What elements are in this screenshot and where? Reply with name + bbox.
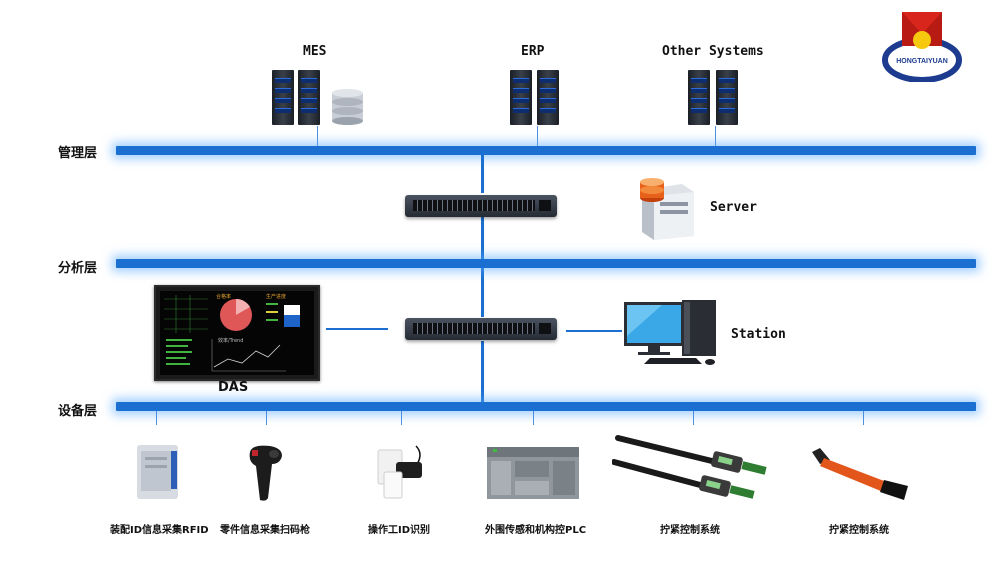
- device-label-rfid: 装配ID信息采集RFID: [110, 525, 209, 536]
- drop-tightening-1: [693, 411, 694, 425]
- device-label-tightening-1: 拧紧控制系统: [660, 525, 720, 536]
- device-bus: [116, 402, 976, 411]
- das-panel-title-2: 生产进度: [266, 294, 287, 300]
- drop-rfid: [156, 411, 157, 425]
- plc-icon: [485, 443, 581, 503]
- server-icon: [636, 172, 696, 240]
- workstation-icon: [622, 296, 722, 368]
- rfid-reader-icon: [135, 443, 180, 501]
- database-icon: [330, 87, 365, 125]
- management-bus: [116, 146, 976, 155]
- das-monitor: 合格率 生产进度 效率/Trend: [154, 285, 320, 381]
- das-label: DAS: [218, 380, 249, 395]
- drop-tightening-2: [863, 411, 864, 425]
- barcode-scanner-icon: [246, 442, 288, 502]
- other-systems-title: Other Systems: [662, 44, 764, 59]
- station-label: Station: [731, 327, 786, 342]
- trunk-line-4: [481, 341, 484, 402]
- nutrunner-icon: [808, 446, 912, 502]
- mes-title: MES: [303, 44, 327, 59]
- drop-operator-id: [401, 411, 402, 425]
- drop-scanner: [266, 411, 267, 425]
- das-link: [326, 328, 388, 330]
- network-switch-analysis: [405, 195, 557, 217]
- torque-wrench-icon: [611, 432, 774, 504]
- trunk-line-1: [481, 155, 484, 193]
- erp-link: [537, 126, 538, 146]
- device-label-tightening-2: 拧紧控制系统: [829, 525, 889, 536]
- layer-label-device: 设备层: [58, 404, 98, 419]
- station-link: [566, 330, 622, 332]
- das-chart-title: 效率/Trend: [218, 338, 244, 344]
- logo-text: HONGTAIYUAN: [896, 58, 948, 65]
- trunk-line-2: [481, 217, 484, 259]
- other-link: [715, 126, 716, 146]
- network-switch-device: [405, 318, 557, 340]
- server-label: Server: [710, 200, 757, 215]
- das-panel-title: 合格率: [216, 294, 232, 300]
- company-logo: HONGTAIYUAN: [882, 10, 962, 83]
- device-label-scanner: 零件信息采集扫码枪: [220, 525, 310, 536]
- layer-label-management: 管理层: [58, 146, 98, 161]
- analysis-bus: [116, 259, 976, 268]
- device-label-plc: 外围传感和机构控PLC: [485, 525, 587, 536]
- id-card-reader-icon: [376, 444, 428, 502]
- erp-title: ERP: [521, 44, 545, 59]
- trunk-line-3: [481, 268, 484, 317]
- mes-link: [317, 126, 318, 146]
- device-label-operator-id: 操作工ID识别: [368, 525, 431, 536]
- layer-label-analysis: 分析层: [58, 261, 98, 276]
- drop-plc: [533, 411, 534, 425]
